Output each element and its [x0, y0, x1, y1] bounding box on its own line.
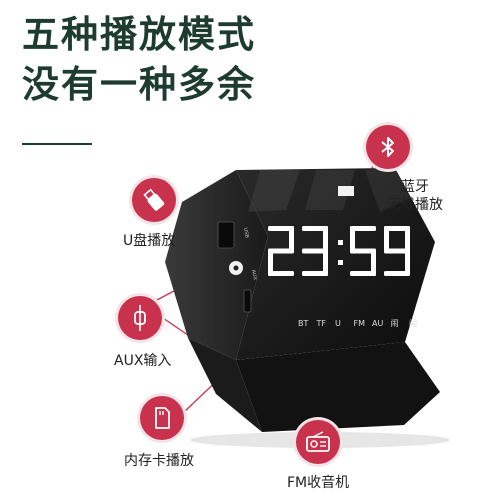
clock-digit-segment — [302, 226, 328, 231]
clock-digits — [268, 226, 410, 276]
clock-digit-segment — [350, 248, 376, 254]
clock-digit-segment — [405, 226, 410, 251]
clock-digit-segment — [350, 271, 376, 276]
aux-cable-icon — [134, 305, 146, 331]
mirror-reflection — [305, 170, 355, 210]
display-indicator-label: 闹 — [391, 318, 399, 328]
headline-divider — [22, 143, 92, 145]
device-display-face — [236, 168, 435, 360]
clock-digit-segment — [302, 248, 328, 254]
clock-digit-segment — [384, 248, 410, 254]
bluetooth-label-line-1: 蓝牙 — [401, 179, 429, 195]
clock-digit-segment — [268, 271, 294, 276]
clock-digit-segment — [268, 226, 294, 231]
bluetooth-label: 蓝牙 无线播放 — [385, 178, 445, 214]
clock-digit-segment — [289, 226, 294, 251]
device-bottom-face — [188, 338, 262, 432]
clock-digit-segment — [268, 251, 273, 276]
display-indicators: BT TF U FM AU 闹闹 — [298, 318, 417, 328]
sd-card-icon — [155, 407, 170, 429]
fm-label: FM收音机 — [287, 475, 350, 491]
tf-feature — [140, 396, 184, 440]
display-indicator-label: AU — [372, 319, 383, 328]
clock-digit-segment — [350, 226, 355, 251]
clock-digit-segment — [302, 271, 328, 276]
display-indicator-label: FM — [354, 319, 366, 328]
mirror-reflection — [365, 168, 410, 212]
usb-label: U盘播放 — [123, 233, 176, 249]
display-indicator-label: U — [335, 319, 341, 328]
clock-digit-segment — [384, 271, 410, 276]
bluetooth-feature — [366, 125, 410, 169]
headline-line-1: 五种播放模式 — [22, 13, 256, 56]
clock-digit-segment — [384, 226, 389, 251]
clock-digit-segment — [268, 248, 294, 254]
clock-digit-segment — [323, 251, 328, 276]
side-label-aux: AUX — [250, 269, 258, 281]
aux-jack-hole — [233, 265, 239, 271]
tf-label: 内存卡播放 — [124, 453, 194, 469]
usb-feature — [132, 178, 176, 222]
mirror-reflection — [248, 170, 300, 212]
aux-label: AUX输入 — [114, 353, 172, 369]
fm-feature — [296, 420, 340, 464]
side-label-usb: USB — [242, 227, 250, 239]
tf-slot — [243, 289, 252, 313]
usb-drive-icon — [143, 188, 165, 211]
bluetooth-icon — [381, 137, 394, 157]
clock-colon-dot — [338, 240, 343, 245]
clock-digit-segment — [371, 251, 376, 276]
clock-digit-segment — [350, 226, 376, 231]
clock-digit-segment — [405, 251, 410, 276]
aux-feature — [118, 296, 162, 340]
mirror-highlight — [338, 186, 354, 196]
radio-icon — [306, 431, 330, 452]
usb-port — [217, 221, 235, 249]
device-side-face — [165, 170, 268, 360]
device-bottom-front-face — [236, 342, 440, 432]
clock-colon-dot — [338, 260, 343, 265]
clock-digit-segment — [323, 226, 328, 251]
display-indicator-label: TF — [316, 319, 327, 328]
display-indicator-label: 闹 — [409, 318, 417, 328]
clock-digit-segment — [384, 226, 410, 231]
bluetooth-label-line-2: 无线播放 — [387, 197, 443, 213]
headline-line-2: 没有一种多余 — [22, 63, 256, 106]
display-indicator-label: BT — [298, 319, 308, 328]
